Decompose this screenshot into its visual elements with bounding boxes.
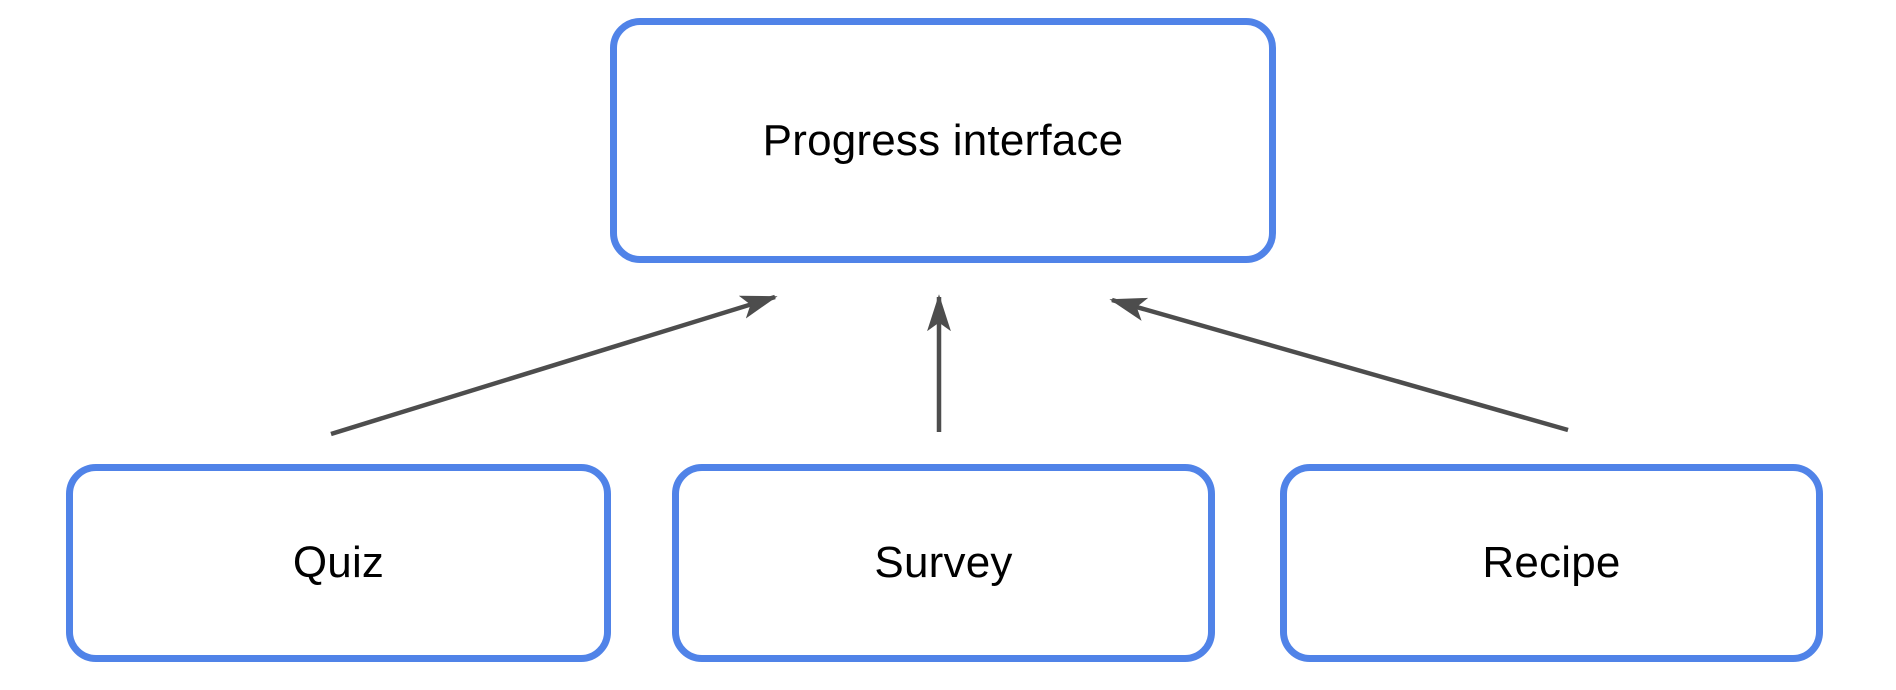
node-quiz[interactable]: Quiz [66, 464, 611, 662]
node-survey-label: Survey [874, 538, 1013, 587]
node-recipe-label: Recipe [1482, 538, 1621, 587]
node-recipe[interactable]: Recipe [1280, 464, 1823, 662]
node-progress-interface[interactable]: Progress interface [610, 18, 1276, 263]
edge-recipe-to-progress [1109, 297, 1569, 433]
node-survey[interactable]: Survey [672, 464, 1215, 662]
edge-quiz-to-progress [330, 294, 778, 437]
node-progress-interface-label: Progress interface [762, 115, 1124, 165]
node-quiz-label: Quiz [292, 538, 385, 587]
